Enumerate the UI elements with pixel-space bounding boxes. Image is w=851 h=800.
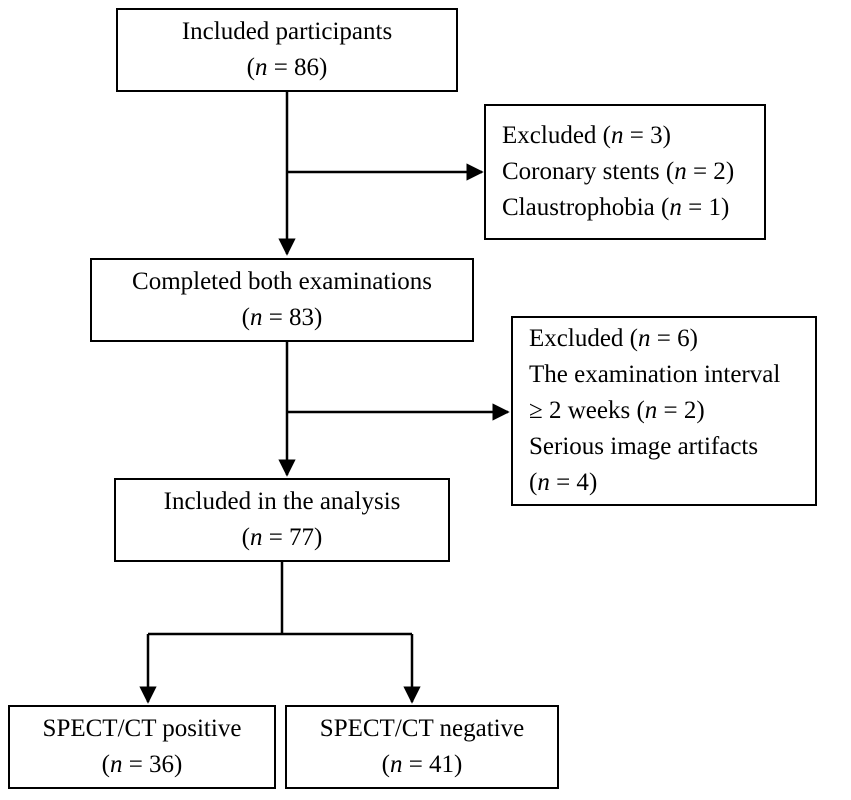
positive-title: SPECT/CT positive (42, 715, 242, 742)
included-title: Included participants (181, 18, 393, 45)
box-excluded-first: Excluded (n = 3) Coronary stents (n = 2)… (484, 104, 766, 240)
negative-count: (n = 41) (381, 751, 463, 778)
box-included-participants: Included participants (n = 86) (116, 8, 458, 92)
excluded2-artifacts-count: (n = 4) (529, 469, 598, 496)
box-spect-positive: SPECT/CT positive (n = 36) (8, 705, 276, 789)
included-count: (n = 86) (246, 54, 328, 81)
analysis-count: (n = 77) (241, 524, 323, 551)
excluded2-interval-count: ≥ 2 weeks (n = 2) (529, 397, 705, 424)
box-spect-negative: SPECT/CT negative (n = 41) (285, 705, 559, 789)
analysis-title: Included in the analysis (163, 488, 401, 515)
excluded2-artifacts: Serious image artifacts (529, 433, 759, 460)
box-included-analysis: Included in the analysis (n = 77) (114, 478, 450, 562)
excluded2-interval: The examination interval (529, 361, 781, 388)
excluded1-title: Excluded (n = 3) (502, 122, 671, 149)
excluded1-item-claustrophobia: Claustrophobia (n = 1) (502, 194, 730, 221)
completed-title: Completed both examinations (132, 268, 432, 295)
completed-count: (n = 83) (241, 304, 323, 331)
negative-title: SPECT/CT negative (319, 715, 525, 742)
positive-count: (n = 36) (101, 751, 183, 778)
box-excluded-second: Excluded (n = 6) The examination interva… (511, 316, 817, 506)
box-completed-examinations: Completed both examinations (n = 83) (90, 258, 474, 342)
excluded1-item-stents: Coronary stents (n = 2) (502, 158, 735, 185)
excluded2-title: Excluded (n = 6) (529, 325, 698, 352)
